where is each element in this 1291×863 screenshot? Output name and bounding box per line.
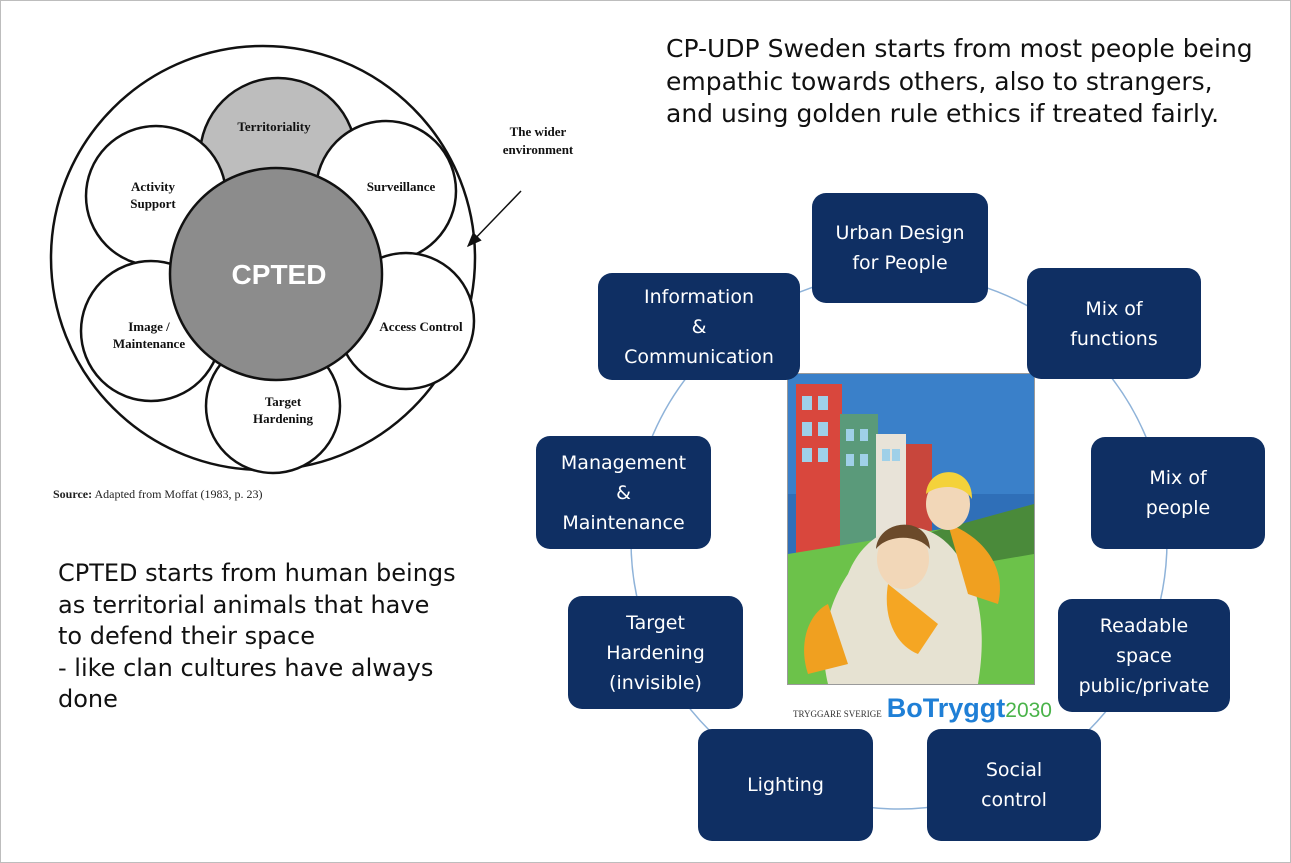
node-urban-design: Urban Design for People — [812, 193, 988, 303]
brand-name: BoTryggt — [886, 693, 1006, 723]
source-text: Adapted from Moffat (1983, p. 23) — [94, 487, 263, 501]
node-information-communication: Information & Communication — [598, 273, 800, 380]
botryggt-poster-image — [787, 373, 1035, 685]
source-label: Source: — [53, 487, 93, 501]
node-social-control: Social control — [927, 729, 1101, 841]
brand-small-text: TRYGGARE SVERIGE — [793, 709, 882, 719]
target-hardening-label-line2: Hardening — [253, 411, 313, 426]
image-maintenance-label-line2: Maintenance — [113, 336, 185, 351]
wider-environment-arrow — [466, 190, 522, 248]
image-maintenance-label-line1: Image / — [128, 319, 170, 334]
activity-support-label-line1: Activity — [131, 179, 176, 194]
source-caption: Source: Adapted from Moffat (1983, p. 23… — [53, 487, 263, 502]
surveillance-label: Surveillance — [367, 179, 436, 194]
node-mix-of-people: Mix of people — [1091, 437, 1265, 549]
botryggt-logo: TRYGGARE SVERIGE BoTryggt 2030 — [793, 693, 1052, 724]
cpted-description: CPTED starts from human beings as territ… — [58, 559, 456, 713]
cpted-center-circle — [168, 166, 384, 382]
wider-environment-label-line1: The wider — [510, 124, 567, 139]
access-control-label: Access Control — [379, 319, 463, 334]
node-management-maintenance: Management & Maintenance — [536, 436, 711, 549]
node-readable-space: Readable space public/private — [1058, 599, 1230, 712]
brand-year: 2030 — [1005, 699, 1052, 722]
activity-support-label-line2: Support — [130, 196, 176, 211]
cpudp-description: CP-UDP Sweden starts from most people be… — [666, 34, 1253, 128]
cpted-center-label: CPTED — [232, 259, 327, 290]
node-lighting: Lighting — [698, 729, 873, 841]
node-mix-of-functions: Mix of functions — [1027, 268, 1201, 379]
node-target-hardening: Target Hardening (invisible) — [568, 596, 743, 709]
target-hardening-label-line1: Target — [265, 394, 302, 409]
wider-environment-label-line2: environment — [503, 142, 574, 157]
cpted-diagram: CPTED Territoriality Surveillance Activi… — [49, 44, 574, 475]
territoriality-label: Territoriality — [237, 119, 311, 134]
